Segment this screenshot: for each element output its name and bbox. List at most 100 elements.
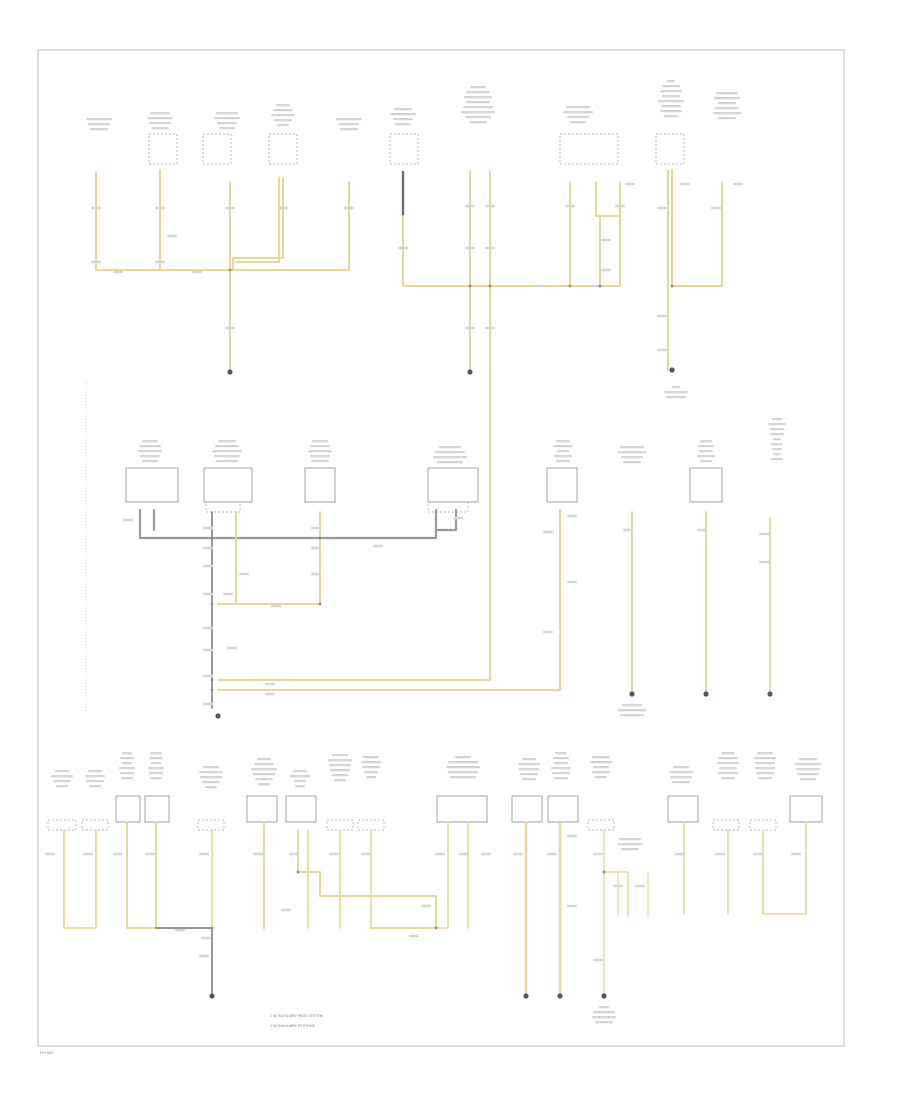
wire-code-blur: [361, 852, 371, 856]
component-caption-blur: [554, 777, 568, 780]
wire-code-blur: [409, 934, 419, 938]
component-box: [304, 467, 336, 503]
component-caption-blur: [149, 122, 171, 125]
component-caption-blur: [553, 445, 573, 448]
component-caption-blur: [461, 111, 495, 114]
wire-code-blur: [435, 852, 445, 856]
wire-code-blur: [485, 246, 495, 250]
component-caption-blur: [147, 117, 173, 120]
wire-code-blur: [675, 852, 685, 856]
component-caption-blur: [463, 106, 493, 109]
wire-code-blur: [329, 852, 339, 856]
component-caption-blur: [555, 752, 567, 755]
wire-code-blur: [239, 572, 249, 576]
wire-code-blur: [192, 270, 202, 274]
wire-code-blur: [485, 204, 495, 208]
component-caption-blur: [218, 440, 236, 443]
wire-code-blur: [711, 206, 721, 210]
component-caption-blur: [556, 440, 570, 443]
wire-code-blur: [657, 206, 667, 210]
component-caption-blur: [700, 460, 712, 463]
component-connector: [47, 819, 77, 831]
wire-code-blur: [591, 284, 601, 288]
wire-code-blur: [759, 560, 769, 564]
component-caption-blur: [310, 445, 330, 448]
splice-node: [210, 926, 214, 930]
component-caption-blur: [435, 451, 465, 454]
component-caption-blur: [90, 128, 108, 131]
component-caption-blur: [619, 838, 641, 841]
ground-points-layer: [209, 367, 773, 999]
component-caption-blur: [551, 767, 571, 770]
wires-layer: [63, 169, 807, 998]
component-caption-blur: [553, 757, 569, 760]
component-caption-blur: [138, 450, 162, 453]
component-caption-blur: [394, 108, 412, 111]
wire-code-blur: [199, 852, 209, 856]
component-caption-blur: [660, 110, 682, 113]
component-caption-blur: [621, 456, 643, 459]
component-caption-blur: [592, 1016, 616, 1019]
wire-code-blur: [601, 238, 611, 242]
component-caption-blur: [311, 460, 329, 463]
component-caption-blur: [203, 766, 219, 769]
wire-code-blur: [635, 884, 645, 888]
component-caption-blur: [308, 450, 332, 453]
wire: [318, 508, 438, 540]
component-caption-blur: [518, 763, 540, 766]
component-caption-blur: [554, 762, 568, 765]
component-caption-blur: [669, 771, 693, 774]
component-box: [547, 795, 579, 823]
component-caption-blur: [595, 776, 607, 779]
wire: [235, 511, 321, 605]
wire-code-blur: [265, 692, 275, 696]
component-caption-blur: [53, 780, 71, 783]
wire-code-blur: [155, 260, 165, 264]
component-caption-blur: [716, 92, 738, 95]
wire-code-blur: [733, 182, 743, 186]
wire-code-blur: [123, 518, 133, 522]
wire-code-blur: [91, 260, 101, 264]
wire-code-blur: [513, 852, 523, 856]
component-connector: [559, 133, 619, 165]
component-caption-blur: [623, 461, 641, 464]
component-box: [115, 795, 141, 823]
wire: [603, 871, 629, 917]
component-caption-blur: [670, 776, 692, 779]
legend-line-1: 1 W/ AUXILIARY HEAT SYSTEM: [270, 1014, 323, 1018]
component-caption-blur: [140, 455, 160, 458]
component-caption-blur: [257, 758, 271, 761]
component-caption-blur: [448, 761, 478, 764]
component-caption-blur: [253, 773, 275, 776]
component-caption-blur: [212, 450, 242, 453]
component-caption-blur: [718, 772, 738, 775]
page-id: FIG 084: [40, 1051, 53, 1055]
component-caption-blur: [390, 113, 416, 116]
wire-code-blur: [83, 852, 93, 856]
component-caption-blur: [395, 123, 411, 126]
component-caption-blur: [277, 124, 289, 127]
wire: [217, 285, 491, 681]
component-caption-blur: [552, 772, 570, 775]
component-caption-blur: [51, 775, 73, 778]
component-caption-blur: [119, 767, 135, 770]
wire-code-blur: [753, 852, 763, 856]
component-caption-blur: [450, 776, 476, 779]
component-connector: [712, 819, 740, 831]
component-caption-blur: [290, 775, 310, 778]
component-caption-blur: [120, 757, 134, 760]
wire-code-blur: [421, 904, 431, 908]
component-caption-blur: [466, 101, 490, 104]
component-caption-blur: [446, 766, 480, 769]
component-connector: [202, 133, 232, 165]
component-connector: [205, 501, 241, 513]
component-caption-blur: [465, 116, 491, 119]
component-caption-blur: [150, 112, 170, 115]
component-caption-blur: [439, 446, 461, 449]
component-connector: [389, 133, 419, 165]
component-connector: [148, 133, 178, 165]
component-box: [427, 467, 479, 503]
component-caption-blur: [433, 456, 467, 459]
component-caption-blur: [718, 102, 736, 105]
component-caption-blur: [664, 115, 678, 118]
